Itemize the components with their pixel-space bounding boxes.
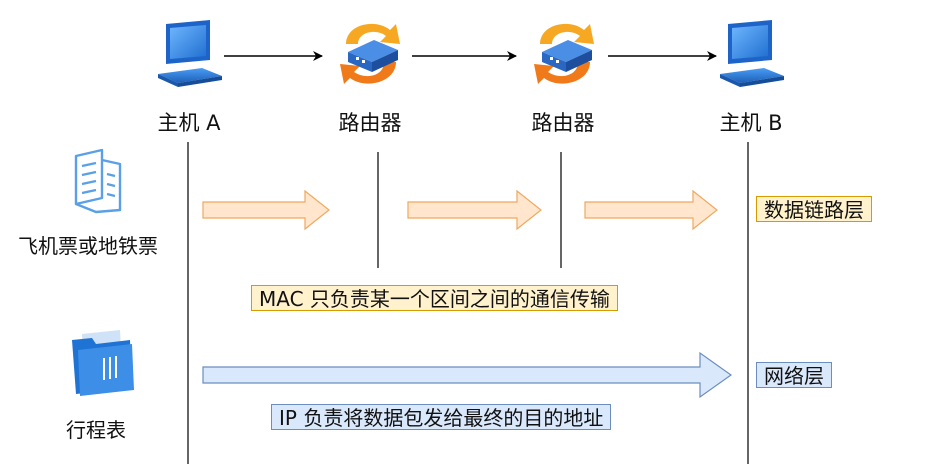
computer-icon <box>158 20 222 87</box>
data-link-layer-tag: 数据链路层 <box>756 196 872 222</box>
document-icon <box>74 148 122 214</box>
datalink-hop-arrow-1 <box>202 189 330 231</box>
router-2-label: 路由器 <box>531 111 595 135</box>
mac-note: MAC 只负责某一个区间之间的通信传输 <box>251 285 618 311</box>
network-layer-tag: 网络层 <box>756 362 832 388</box>
itinerary-label: 行程表 <box>66 418 126 442</box>
host-a-label: 主机 A <box>157 111 221 135</box>
router-icon <box>340 23 400 84</box>
ip-note: IP 负责将数据包发给最终的目的地址 <box>271 404 612 430</box>
router-icon <box>534 23 594 84</box>
datalink-hop-arrow-2 <box>407 189 542 231</box>
ticket-label: 飞机票或地铁票 <box>18 234 158 258</box>
router-1-label: 路由器 <box>338 111 402 135</box>
network-end-to-end-arrow <box>202 351 733 399</box>
computer-icon <box>720 20 784 87</box>
folder-icon <box>72 330 134 396</box>
host-b-label: 主机 B <box>719 111 783 135</box>
datalink-hop-arrow-3 <box>584 189 718 231</box>
